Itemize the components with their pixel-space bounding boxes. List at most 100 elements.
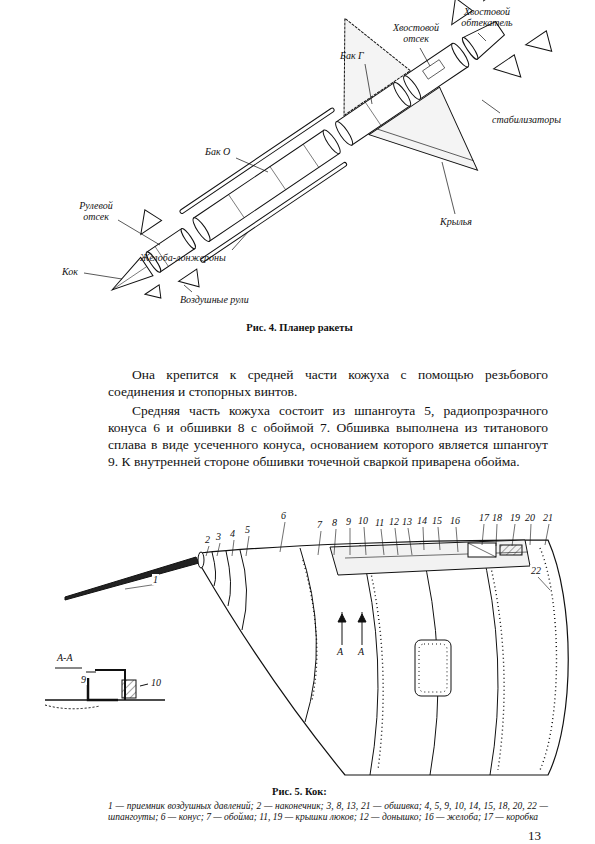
drawing-stroke (45, 705, 100, 709)
drawing-stroke (540, 548, 557, 770)
drawing-stroke (217, 543, 220, 556)
drawing-stroke (330, 540, 530, 575)
body-paragraph: Она крепится к средней части кожуха с по… (108, 366, 548, 400)
drawing-stroke (333, 120, 355, 148)
drawing-stroke (198, 552, 204, 568)
drawing-stroke (229, 195, 245, 218)
drawing-stroke (438, 527, 440, 550)
part-name: Кок (62, 266, 78, 277)
drawing-stroke (408, 528, 412, 555)
callout-number: 14 (416, 515, 428, 526)
drawing-stroke (423, 527, 424, 550)
callout-number: 9 (345, 516, 352, 527)
callout-number: 21 (542, 512, 554, 523)
callout-number: 2 (204, 534, 211, 545)
drawing-stroke (232, 232, 248, 250)
callout-number: 11 (374, 517, 385, 528)
callout-number: 10 (357, 515, 369, 526)
drawing-stroke (246, 536, 249, 556)
callout-number: 19 (509, 512, 521, 523)
drawing-stroke (480, 541, 498, 775)
drawing-stroke (420, 48, 430, 66)
drawing-stroke (300, 548, 316, 722)
section-inset (45, 668, 165, 709)
part-name: Крылья (440, 216, 472, 227)
callout-number: 6 (280, 510, 287, 521)
drawing-stroke (232, 540, 234, 556)
page-number: 13 (528, 828, 541, 844)
drawing-stroke (303, 144, 319, 167)
drawing-stroke (415, 640, 451, 696)
part-name: Бак О (205, 146, 230, 157)
callout-number: 18 (491, 512, 503, 523)
body-paragraph: Средняя часть кожуха состоит из шпангоут… (108, 402, 548, 470)
callout-number: 12 (388, 516, 400, 527)
figure-caption: Рис. 4. Планер ракеты (2, 322, 595, 333)
drawing-stroke (364, 527, 366, 555)
airframe (59, 0, 590, 377)
callout-number: 9 (80, 674, 87, 685)
part-name: Бак Г (340, 50, 364, 61)
callout-number: 22 (530, 565, 542, 576)
part-name: Рулевой отсек (70, 200, 122, 222)
drawing-stroke (145, 285, 166, 304)
drawing-stroke (206, 546, 209, 556)
drawing-stroke (468, 543, 496, 557)
callout-number: А (336, 646, 344, 657)
drawing-stroke (473, 0, 505, 1)
drawing-stroke (86, 672, 96, 673)
callout-number: 20 (524, 512, 536, 523)
drawing-stroke (240, 550, 247, 630)
callout-number: 16 (449, 515, 461, 526)
callout-number: 7 (316, 519, 323, 530)
callout-number: 5 (244, 524, 251, 535)
number-leaders (125, 522, 550, 590)
drawing-stroke (140, 684, 148, 686)
part-name: Желоба-лонжероны (140, 252, 226, 263)
drawing-stroke (456, 527, 458, 552)
drawing-stroke (194, 130, 340, 241)
drawing-stroke (381, 529, 384, 555)
drawing-stroke (55, 668, 82, 669)
drawing-stroke (365, 64, 372, 104)
drawing-stroke (95, 670, 125, 700)
drawing-stroke (338, 614, 346, 622)
drawing-stroke (478, 33, 486, 41)
callout-number: А (357, 646, 365, 657)
drawing-stroke (65, 557, 199, 600)
drawing-stroke (395, 528, 398, 555)
drawing-stroke (419, 644, 447, 692)
part-name: Воздушные рули (180, 294, 249, 305)
drawing-stroke (482, 100, 500, 113)
caption-legend: 1 — приемник воздушных давлений; 2 — нак… (108, 801, 548, 823)
drawing-stroke (360, 545, 378, 775)
drawing-stroke (118, 220, 160, 245)
leader-lines (84, 33, 500, 292)
drawing-stroke (303, 560, 317, 700)
drawing-stroke (423, 60, 445, 79)
drawing-stroke (88, 678, 118, 700)
drawing-stroke (442, 162, 455, 214)
drawing-stroke (358, 614, 366, 622)
drawing-stroke (212, 552, 216, 586)
part-name: стабилизаторы (492, 114, 561, 125)
drawing-stroke (488, 555, 504, 770)
drawing-stroke (179, 269, 206, 295)
drawing-stroke (280, 522, 285, 552)
callout-number: 4 (229, 528, 236, 539)
drawing-stroke (365, 102, 381, 125)
callout-number: 10 (150, 677, 162, 688)
drawing-stroke (226, 551, 231, 606)
drawing-stroke (530, 524, 531, 545)
part-name: Хвостовой отсек (392, 22, 440, 44)
drawing-stroke (84, 273, 122, 279)
callout-number: А-А (56, 652, 74, 663)
callout-number: 3 (215, 531, 222, 542)
callout-number: 17 (478, 512, 490, 523)
drawing-stroke (122, 680, 136, 698)
nose-cone (65, 540, 568, 775)
figure-caption: Рис. 5. Кок: (2, 786, 595, 797)
drawing-stroke (179, 227, 197, 250)
